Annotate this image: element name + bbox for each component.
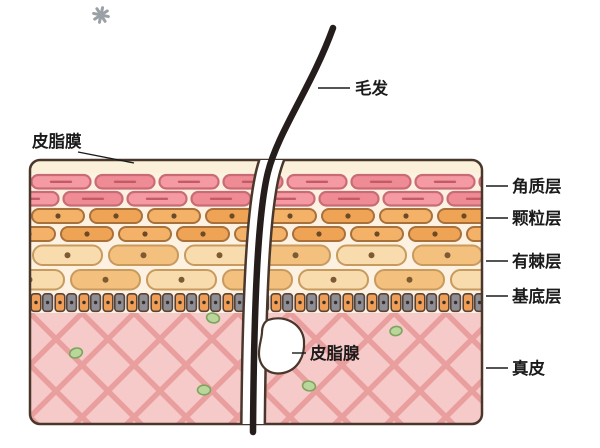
spinous-layer-label: 有棘层	[512, 251, 562, 271]
sebaceous-gland	[257, 317, 306, 375]
basal-layer-label: 基底层	[512, 286, 562, 306]
stratum-corneum-label: 角质层	[512, 176, 562, 196]
label-hair: 毛发	[318, 78, 389, 98]
immune-cell	[68, 347, 84, 359]
granular-layer-label: 颗粒层	[512, 208, 562, 228]
label-stratum-corneum: 角质层	[486, 176, 562, 196]
sebaceous-gland-label: 皮脂腺	[310, 343, 360, 363]
hair-label: 毛发	[355, 78, 389, 98]
label-sebum-film: 皮脂膜	[32, 131, 135, 164]
label-spinous-layer: 有棘层	[486, 251, 562, 271]
decor-star-icon	[92, 6, 110, 24]
leader-line	[77, 151, 135, 164]
sebum-film-label: 皮脂膜	[32, 131, 82, 151]
immune-cell	[196, 384, 212, 396]
immune-cell	[205, 312, 221, 324]
hair-shaft	[249, 24, 337, 436]
label-sebaceous-gland: 皮脂腺	[292, 343, 360, 363]
label-granular-layer: 颗粒层	[486, 208, 562, 228]
immune-cells	[68, 312, 403, 396]
dermis-label: 真皮	[512, 358, 546, 378]
immune-cell	[301, 380, 317, 392]
label-dermis: 真皮	[486, 358, 546, 378]
immune-cell	[389, 325, 403, 337]
label-basal-layer: 基底层	[486, 286, 562, 306]
